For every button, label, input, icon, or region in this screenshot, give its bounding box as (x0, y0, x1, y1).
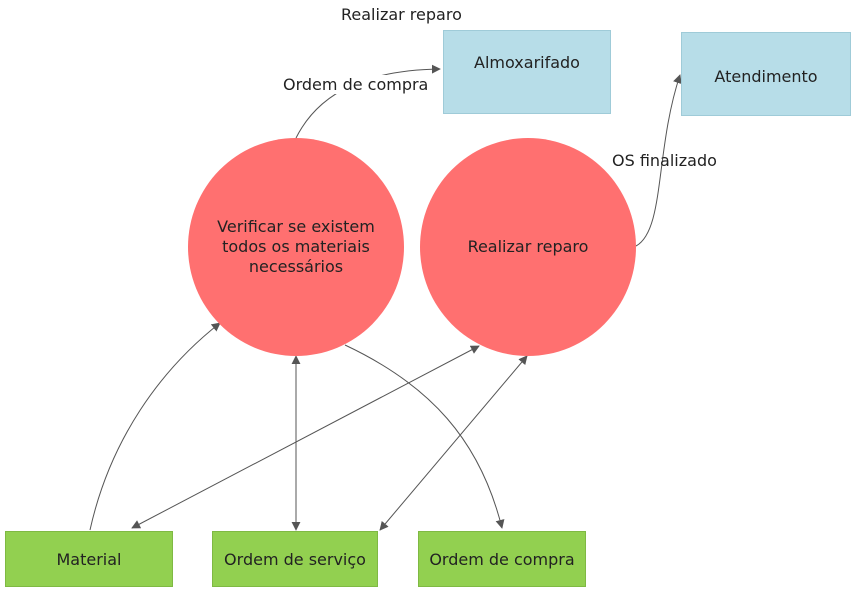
edge-label-ordem-compra: Ordem de compra (283, 75, 429, 94)
store-ordem-compra[interactable]: Ordem de compra (418, 531, 586, 587)
edge-label-os-finalizado: OS finalizado (612, 151, 717, 170)
edge-realizar-ordemservico (379, 355, 528, 531)
edge-realizar-material (131, 345, 480, 529)
store-ordem-servico[interactable]: Ordem de serviço (212, 531, 378, 587)
node-atendimento[interactable]: Atendimento (681, 32, 851, 116)
store-material[interactable]: Material (5, 531, 173, 587)
edge-realizar-atendimento (635, 74, 682, 247)
edge-verificar-ordemcompra (344, 344, 505, 529)
edge-material-verificar (89, 322, 221, 531)
diagram-title: Realizar reparo (341, 5, 462, 24)
process-verificar[interactable]: Verificar se existem todos os materiais … (188, 138, 404, 356)
node-almoxarifado[interactable]: Almoxarifado (443, 30, 611, 114)
process-realizar-reparo[interactable]: Realizar reparo (420, 138, 636, 356)
